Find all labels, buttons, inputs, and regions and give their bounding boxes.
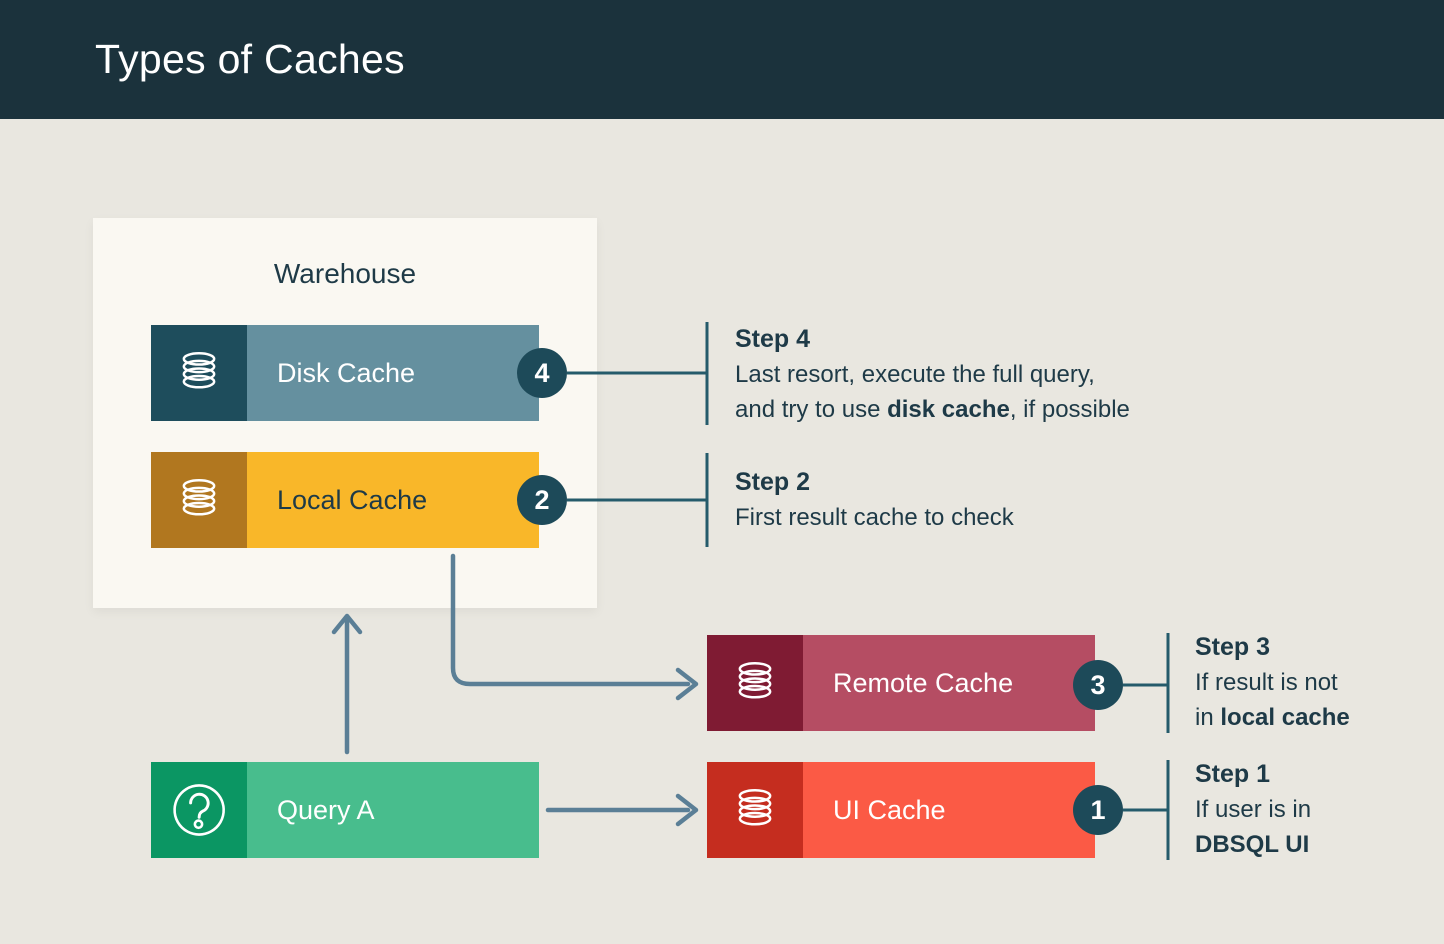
- step-badge-4: 4: [517, 348, 567, 398]
- node-disk-cache: Disk Cache: [151, 325, 539, 421]
- step-4-title: Step 4: [735, 325, 811, 353]
- arrow-local-to-remote-head: [675, 667, 699, 701]
- warehouse-title: Warehouse: [273, 258, 417, 289]
- step-1-line-1: If user is in: [1195, 796, 1312, 823]
- database-icon: [151, 325, 247, 421]
- node-query-a: Query A: [151, 762, 539, 858]
- step-4-note: Step 4 Last resort, execute the full que…: [735, 322, 1130, 427]
- arrow-query-to-warehouse-head: [331, 613, 363, 635]
- step-1-title: Step 1: [1195, 760, 1271, 788]
- step-2-title: Step 2: [735, 468, 811, 496]
- step-1-line-2: DBSQL UI: [1195, 831, 1310, 858]
- step-3-title: Step 3: [1195, 633, 1271, 661]
- step-1-note: Step 1 If user is in DBSQL UI: [1195, 757, 1311, 862]
- header: Types of Caches: [0, 0, 1444, 119]
- step-3-note: Step 3 If result is not in local cache: [1195, 630, 1350, 735]
- database-icon: [707, 635, 803, 731]
- step-3-line-1: If result is not: [1195, 669, 1338, 696]
- step-4-line-2: and try to use disk cache, if possible: [735, 396, 1130, 423]
- database-icon: [151, 452, 247, 548]
- step-2-note: Step 2 First result cache to check: [735, 465, 1014, 535]
- step-badge-3: 3: [1073, 660, 1123, 710]
- remote-cache-label: Remote Cache: [803, 635, 1095, 731]
- step-3-line-2: in local cache: [1195, 704, 1350, 731]
- step-4-line-1: Last resort, execute the full query,: [735, 361, 1095, 388]
- arrow-query-to-ui-head: [675, 793, 699, 827]
- step-2-line-1: First result cache to check: [735, 504, 1014, 531]
- node-local-cache: Local Cache: [151, 452, 539, 548]
- query-a-label: Query A: [247, 762, 539, 858]
- disk-cache-label: Disk Cache: [247, 325, 539, 421]
- database-icon: [707, 762, 803, 858]
- page-title: Types of Caches: [95, 36, 405, 82]
- question-icon: [151, 762, 247, 858]
- local-cache-label: Local Cache: [247, 452, 539, 548]
- node-remote-cache: Remote Cache: [707, 635, 1095, 731]
- step-badge-1: 1: [1073, 785, 1123, 835]
- ui-cache-label: UI Cache: [803, 762, 1095, 858]
- node-ui-cache: UI Cache: [707, 762, 1095, 858]
- step-badge-2: 2: [517, 475, 567, 525]
